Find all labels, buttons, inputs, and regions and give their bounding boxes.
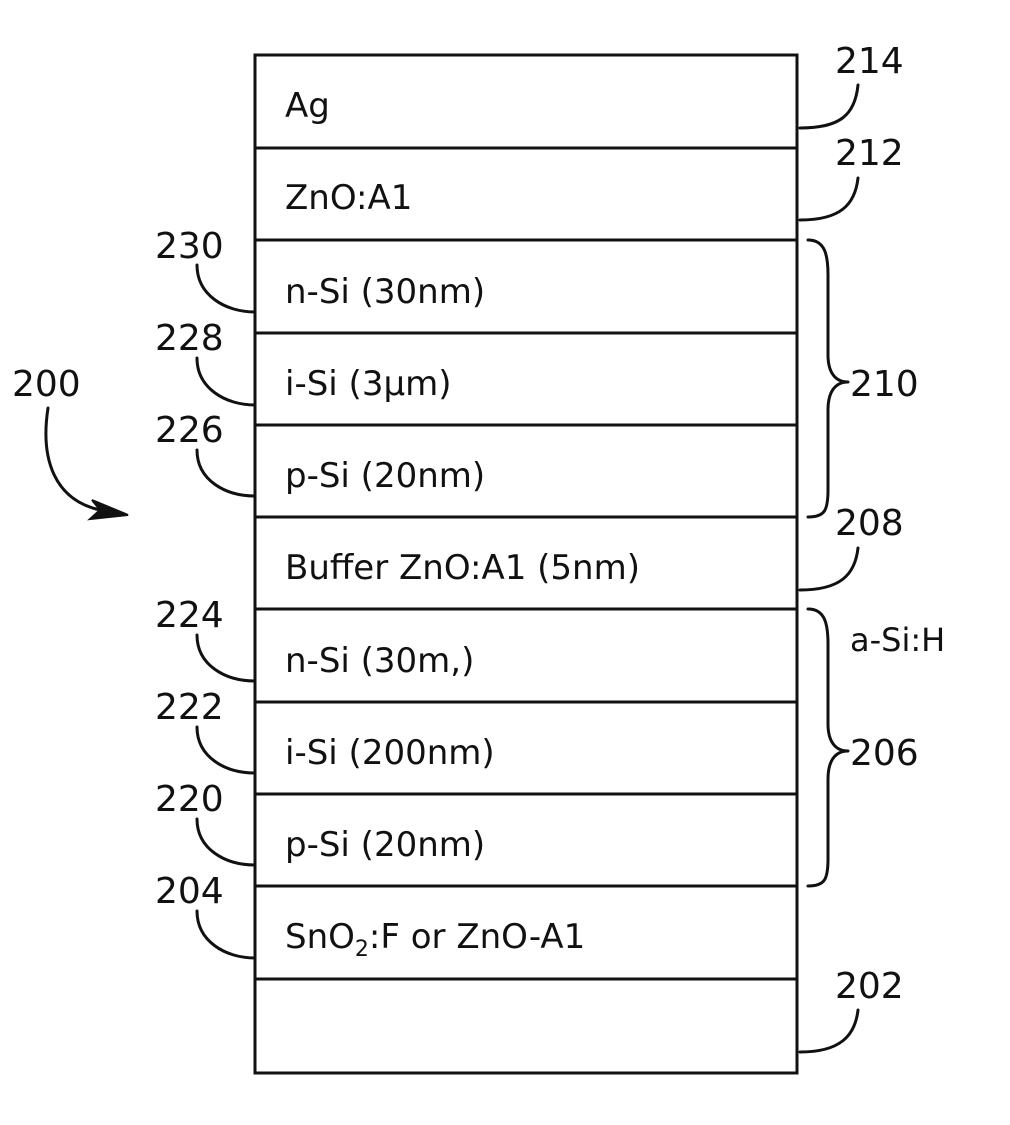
layer-label-buffer: Buffer ZnO:A1 (5nm) [285,548,640,588]
layer-label-ag: Ag [285,86,330,126]
leader-202 [800,1010,858,1052]
layer-label-i-si-top: i-Si (3µm) [285,364,451,404]
ref-224: 224 [155,595,224,636]
leader-208 [800,548,858,590]
ref-220: 220 [155,779,224,820]
layer-label-tco: SnO2:F or ZnO-A1 [285,917,585,962]
ref-208: 208 [835,503,904,544]
ref-206: 206 [850,733,919,774]
leader-220 [197,819,255,865]
layer-label-zno-al: ZnO:A1 [285,178,412,218]
tco-subscript: 2 [355,937,369,962]
ref-228: 228 [155,318,224,359]
tco-tail: :F or ZnO-A1 [369,917,585,957]
leader-222 [197,727,255,773]
layer-label-p-si-top: p-Si (20nm) [285,456,485,496]
leader-228 [197,358,255,405]
leader-230 [197,265,255,312]
layer-label-n-si-bottom: n-Si (30m,) [285,641,474,681]
ref-214: 214 [835,41,904,82]
leader-214 [800,85,858,128]
ref-202: 202 [835,966,904,1007]
brace-206 [808,609,848,886]
leader-224 [197,635,255,681]
figure-ref-200: 200 [12,364,81,405]
ref-212: 212 [835,133,904,174]
layer-label-p-si-bottom: p-Si (20nm) [285,825,485,865]
leader-204 [197,911,255,958]
note-a-si-h: a-Si:H [850,621,945,659]
ref-226: 226 [155,410,224,451]
ref-210: 210 [850,364,919,405]
ref-204: 204 [155,871,224,912]
leader-226 [197,450,255,496]
leader-212 [800,178,858,220]
tco-main: SnO [285,917,355,957]
ref-230: 230 [155,226,224,267]
layer-label-n-si-top: n-Si (30nm) [285,272,485,312]
ref-222: 222 [155,687,224,728]
figure-ref-arrow [46,408,100,510]
brace-210 [808,240,848,517]
layer-label-i-si-bottom: i-Si (200nm) [285,733,495,773]
